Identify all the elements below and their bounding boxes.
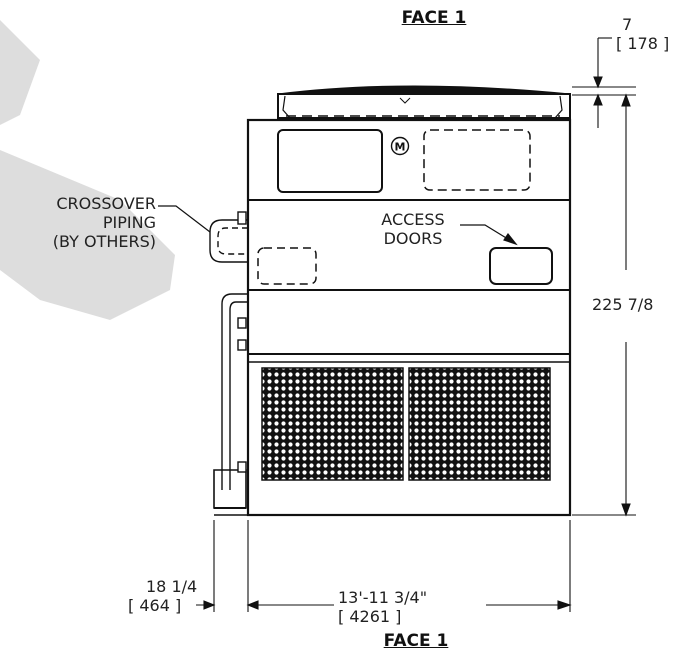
title-bottom: FACE 1	[383, 631, 449, 651]
right-louver	[408, 367, 551, 481]
callout-access-line2: DOORS	[383, 229, 443, 248]
left-louver	[261, 367, 404, 481]
callout-crossover-line1: CROSSOVER	[56, 194, 156, 213]
svg-text:M: M	[395, 141, 406, 154]
dim-top-offset-metric: [ 178 ]	[616, 34, 670, 53]
crossover-piping	[209, 211, 248, 516]
upper-right-panel	[423, 129, 531, 191]
top-cap	[277, 85, 571, 119]
dim-top-offset-imperial: 7	[622, 15, 633, 34]
unit-casing	[246, 118, 572, 517]
dim-height-imperial: 225 7/8	[592, 295, 654, 314]
middle-left-door	[257, 247, 317, 285]
leader-lines	[158, 205, 518, 246]
dim-side-offset-metric: [ 464 ]	[128, 596, 182, 615]
upper-left-panel	[277, 129, 383, 193]
callout-access-line1: ACCESS	[381, 210, 445, 229]
watermark	[0, 20, 175, 320]
dim-width-metric: [ 4261 ]	[338, 607, 402, 626]
middle-right-door	[489, 247, 553, 285]
callout-crossover-line2: PIPING	[102, 213, 156, 232]
callout-crossover-line3: (BY OTHERS)	[52, 232, 156, 251]
dim-side-offset-imperial: 18 1/4	[146, 577, 198, 596]
manufacturer-logo-icon: M	[390, 136, 410, 156]
title-top: FACE 1	[401, 8, 467, 28]
dim-width-imperial: 13'-11 3/4"	[338, 588, 428, 607]
dimension-lines	[196, 37, 636, 612]
